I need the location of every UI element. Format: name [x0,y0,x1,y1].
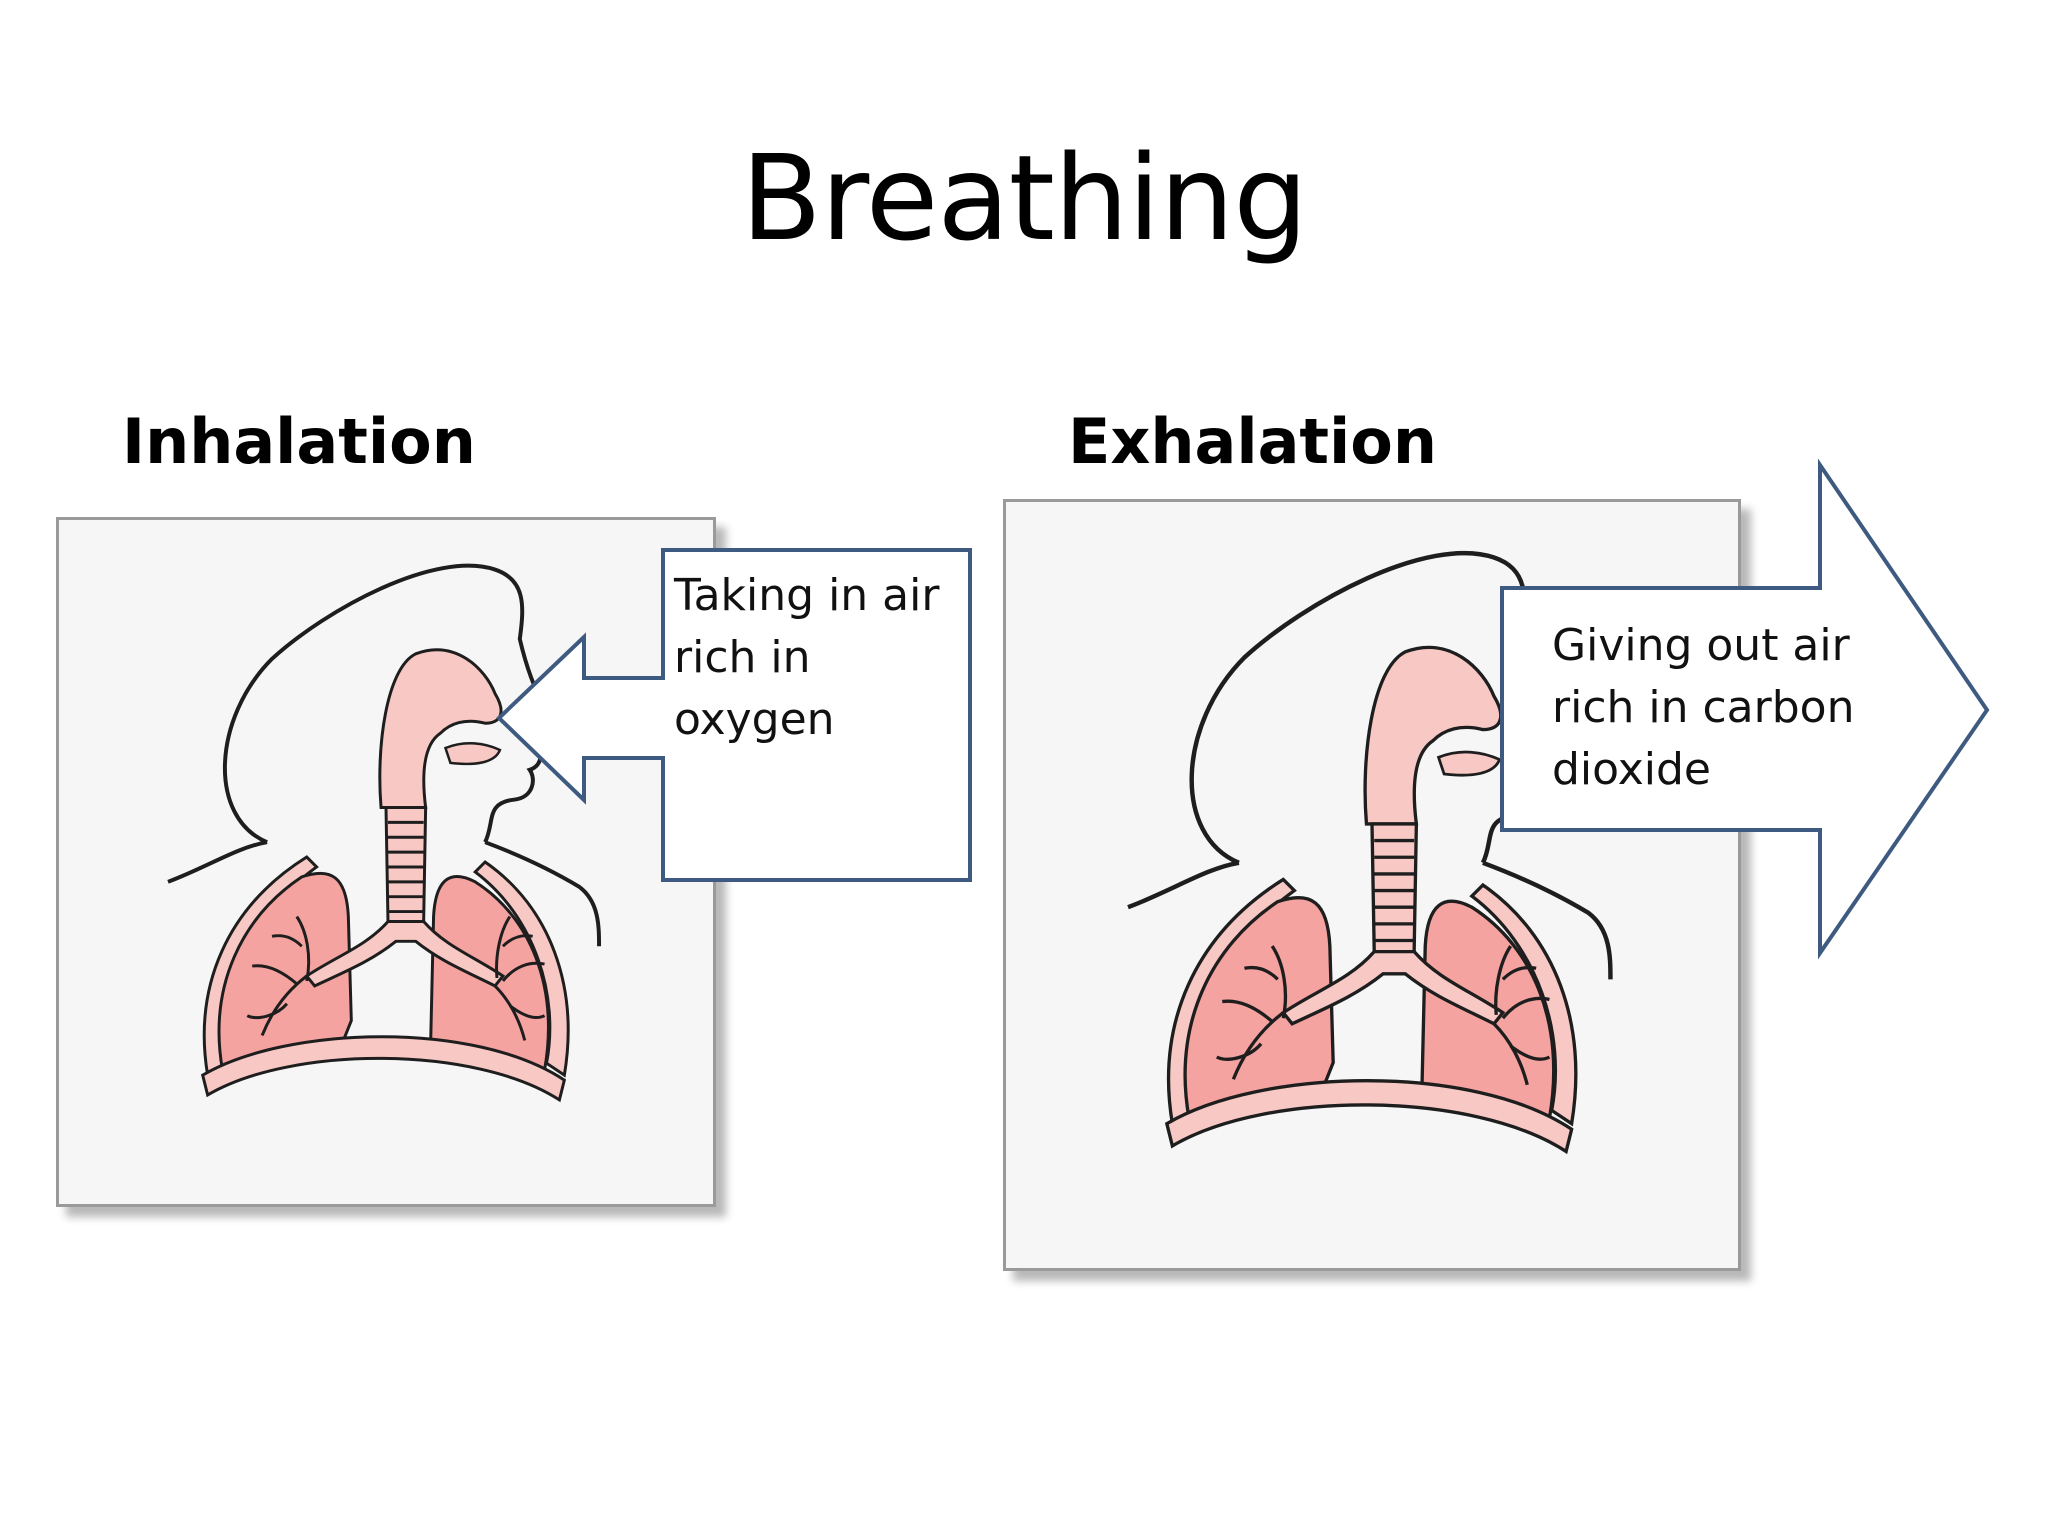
left-bronchioles [246,915,311,1037]
trachea-rings [387,820,424,914]
diaphragm [1164,1079,1574,1155]
trachea [384,805,428,923]
mouth-cavity [443,742,502,766]
inhalation-arrow-shape [496,548,972,882]
inhalation-heading: Inhalation [122,405,476,478]
right-shoulder [484,840,602,947]
inhalation-diagram-panel [56,517,716,1207]
exhalation-callout-text: Giving out air rich in carbon dioxide [1552,620,1855,795]
right-bronchioles [1492,945,1551,1086]
trachea [1370,822,1419,954]
slide-title: Breathing [740,129,1308,267]
nasal-cavity [1363,645,1503,826]
right-block-arrow-icon [1500,458,1990,960]
bronchi [1280,949,1506,1026]
respiratory-figure [167,563,602,1103]
inhalation-lungs-illustration [167,563,602,1103]
left-bronchioles [1215,945,1288,1080]
right-bronchioles [493,915,546,1041]
left-shoulder [167,840,268,884]
left-block-arrow-icon [496,548,972,882]
bronchi [304,919,506,988]
head-outline [222,563,552,845]
diaphragm [200,1035,567,1103]
trachea-rings [1374,838,1415,943]
exhalation-heading: Exhalation [1068,405,1438,478]
right-shoulder [1482,860,1613,980]
left-shoulder [1127,860,1240,910]
nasal-cavity [378,648,503,809]
exhalation-arrow-shape [1500,458,1990,960]
inhalation-callout-text: Taking in air rich in oxygen [674,570,940,745]
mouth-cavity [1436,750,1502,777]
